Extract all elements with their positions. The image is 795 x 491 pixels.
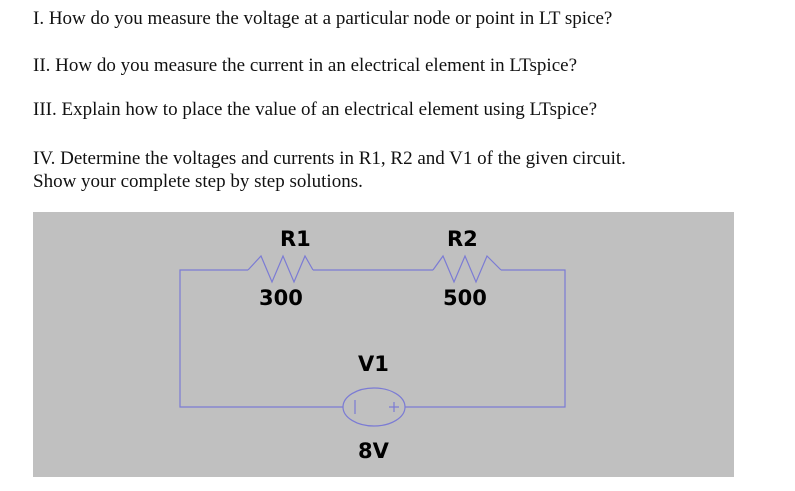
resistor-r2-symbol (432, 254, 502, 284)
r1-value-label: 300 (259, 286, 303, 310)
v1-value-label: 8V (358, 439, 390, 463)
r2-value-label: 500 (443, 286, 487, 310)
question-3: III. Explain how to place the value of a… (33, 99, 598, 120)
question-1: I. How do you measure the voltage at a p… (33, 8, 613, 29)
question-4-line-1: IV. Determine the voltages and currents … (33, 148, 626, 169)
voltage-source-v1-symbol (342, 387, 406, 427)
question-4-line-2: Show your complete step by step solution… (33, 171, 363, 192)
wire-right (405, 269, 566, 408)
r2-name-label: R2 (447, 227, 478, 251)
circuit-schematic: R1 300 R2 500 V1 8V (33, 212, 734, 477)
circuit-diagram: R1 300 R2 500 V1 8V (179, 227, 566, 463)
v1-name-label: V1 (358, 352, 389, 376)
r1-name-label: R1 (280, 227, 311, 251)
question-2: II. How do you measure the current in an… (33, 55, 578, 76)
resistor-r1-symbol (247, 254, 314, 284)
wire-left (179, 269, 343, 408)
